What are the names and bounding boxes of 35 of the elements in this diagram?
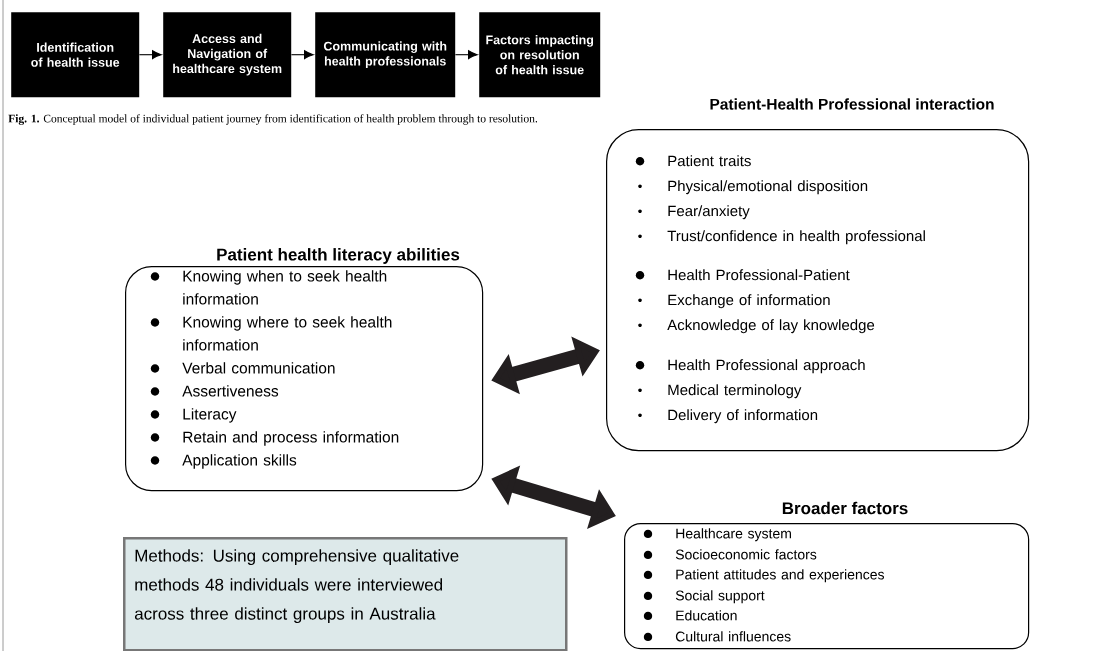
step-box: Factors impacting on resolution of health issue bbox=[479, 12, 601, 98]
list-item: Delivery of information bbox=[638, 409, 818, 424]
list-item: Literacy bbox=[150, 408, 237, 423]
heading: Patient health literacy abilities bbox=[217, 248, 460, 264]
arrow bbox=[454, 50, 478, 60]
list-item: Knowing where to seek health information bbox=[150, 316, 392, 351]
list-item: Socioeconomic factors bbox=[643, 549, 817, 560]
list-item: Education bbox=[643, 610, 737, 621]
arrow bbox=[138, 50, 162, 60]
list-item: Healthcare system bbox=[643, 528, 791, 542]
list-item: Cultural influences bbox=[643, 631, 791, 642]
step-box: Access and Navigation of healthcare system bbox=[163, 12, 292, 98]
list-item: Social support bbox=[643, 590, 765, 604]
list-item: Verbal communication bbox=[150, 362, 335, 374]
list-item: Medical terminology bbox=[638, 384, 802, 399]
list-item: Patient attitudes and experiences bbox=[643, 569, 884, 583]
step-box: Communicating with health professionals bbox=[315, 12, 456, 98]
arrow bbox=[290, 50, 314, 60]
list-item: Health Professional-Patient bbox=[635, 269, 850, 281]
list-item: Physical/emotional disposition bbox=[638, 180, 868, 195]
step-box: Identification of health issue bbox=[11, 12, 140, 98]
list-item: Knowing when to seek health information bbox=[150, 270, 387, 305]
figure-caption: Fig. 1. Conceptual model of individual patient journey from identification of health problem through to resolution. bbox=[8, 114, 538, 125]
list-item: Acknowledge of lay knowledge bbox=[638, 319, 875, 334]
methods-note: Methods: Using comprehensive qualitative methods 48 individuals were interviewed across three distinct groups in Australia bbox=[123, 537, 568, 651]
list-item: Health Professional approach bbox=[635, 359, 865, 374]
heading: Broader factors bbox=[782, 501, 908, 515]
list-item: Assertiveness bbox=[150, 385, 279, 397]
list-item: Retain and process information bbox=[150, 431, 399, 446]
list-item: Patient traits bbox=[635, 155, 751, 167]
list-item: Fear/anxiety bbox=[638, 205, 750, 220]
list-item: Application skills bbox=[150, 454, 297, 469]
heading: Patient-Health Professional interaction bbox=[710, 98, 994, 110]
list-item: Trust/confidence in health professional bbox=[638, 230, 925, 245]
list-item: Exchange of information bbox=[638, 294, 830, 309]
